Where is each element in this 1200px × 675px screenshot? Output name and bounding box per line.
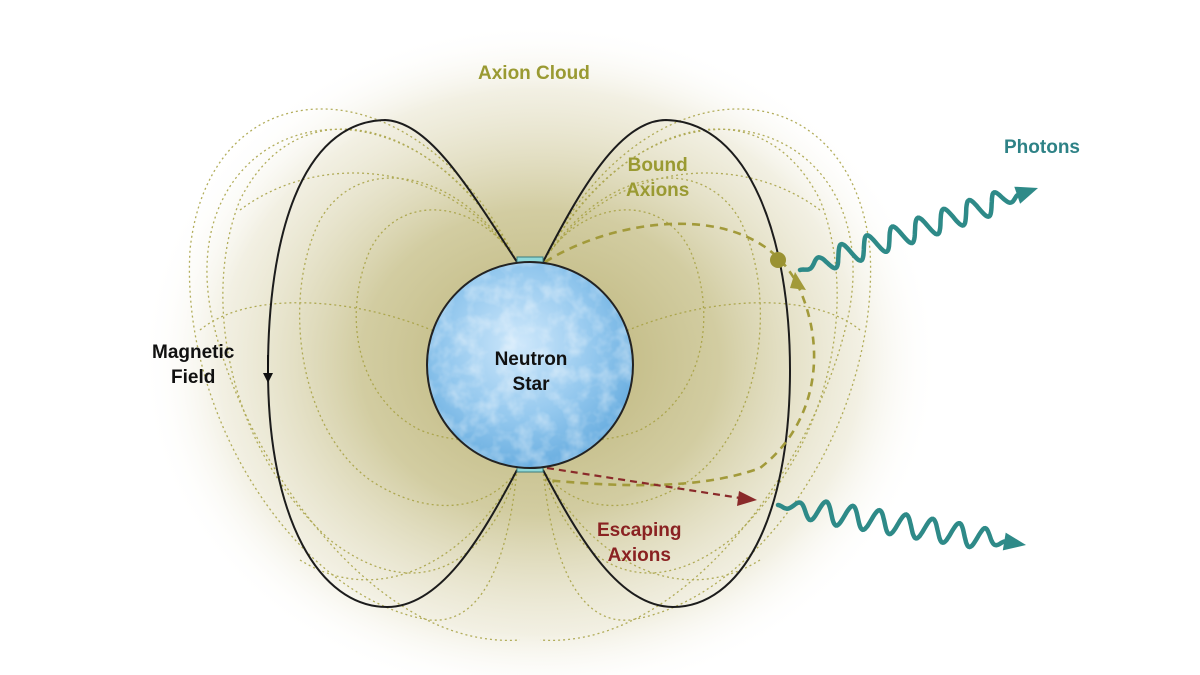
axion-cloud-loop (542, 469, 761, 581)
axion-cloud-loop (542, 128, 838, 574)
axion-cloud-label: Axion Cloud (478, 63, 590, 84)
field-line-right (542, 118, 792, 609)
axion-cloud-loop (542, 302, 861, 381)
escaping-axions-label: Escaping Axions (597, 518, 681, 568)
photon-waves (775, 186, 1038, 551)
escaping-axions-label-line2: Axions (607, 545, 671, 566)
escaping-axion-path (546, 466, 741, 500)
axion-cloud-loop (206, 128, 521, 641)
photons-label: Photons (1004, 137, 1080, 158)
bound-axions-label-line2: Axions (626, 180, 690, 201)
escaping-axions-label-line1: Escaping (597, 520, 682, 541)
bound-axion-arrow-icon (790, 272, 806, 290)
neutron-star-label: Neutron Star (476, 347, 586, 397)
magnetic-field-label: Magnetic Field (152, 340, 234, 390)
axion-cloud-loop (542, 172, 821, 263)
axion-cloud-loop (299, 469, 518, 581)
magnetic-field-label-line1: Magnetic (152, 342, 235, 363)
axion-cloud-loop (239, 172, 518, 263)
magnetic-field-label-line2: Field (171, 367, 216, 388)
neutron-star-label-line2: Star (512, 374, 550, 395)
bound-axion-particle (770, 252, 786, 268)
axion-cloud-loop (542, 108, 872, 621)
photon-arrow-lower-icon (1002, 532, 1026, 551)
axion-cloud-loop (222, 128, 518, 574)
photon-arrow-upper-icon (1014, 186, 1038, 204)
neutron-star (426, 261, 634, 469)
axion-cloud-loop (539, 128, 854, 641)
axion-cloud-loop (298, 177, 518, 507)
axion-cloud-loop (199, 302, 518, 381)
neutron-star-label-line1: Neutron (494, 349, 568, 370)
bound-axions-label-line1: Bound (627, 155, 688, 176)
escaping-axion-arrow-icon (737, 491, 757, 506)
photon-wave-upper (797, 190, 1020, 273)
axion-cloud-loop (188, 108, 518, 621)
axion-cloud-loops (188, 108, 872, 641)
axion-cloud-loop (542, 177, 762, 507)
photon-wave-lower (775, 499, 1007, 550)
bound-axions-label: Bound Axions (626, 153, 689, 203)
bound-axion-orbit (544, 222, 816, 487)
